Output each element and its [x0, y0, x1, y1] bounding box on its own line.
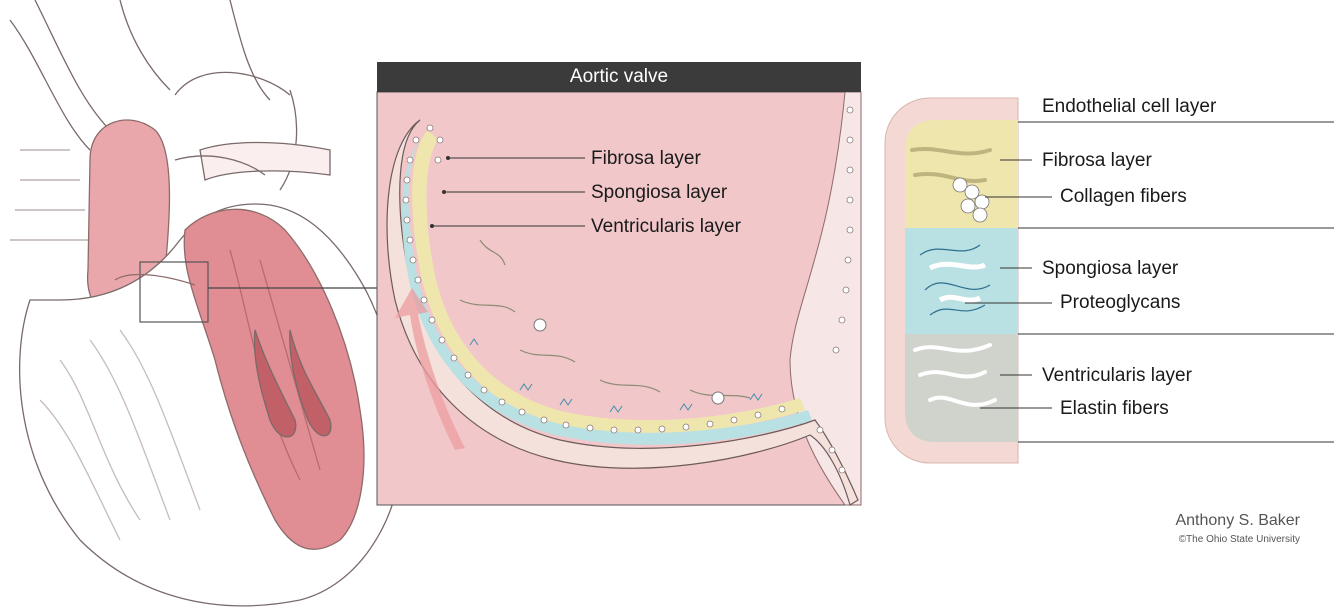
valve-label-fibrosa: Fibrosa layer: [591, 148, 701, 170]
layer-label-proteoglycans: Proteoglycans: [1060, 292, 1180, 314]
layer-label-endothelial: Endothelial cell layer: [1042, 96, 1216, 118]
valve-label-ventricularis: Ventricularis layer: [591, 216, 741, 238]
valve-label-spongiosa: Spongiosa layer: [591, 182, 727, 204]
layer-label-ventricularis: Ventricularis layer: [1042, 365, 1192, 387]
panel-title: Aortic valve: [377, 66, 861, 88]
credit-institution: ©The Ohio State University: [1179, 534, 1300, 545]
layer-label-spongiosa: Spongiosa layer: [1042, 258, 1178, 280]
credit-author: Anthony S. Baker: [1175, 512, 1300, 530]
layer-label-fibrosa: Fibrosa layer: [1042, 150, 1152, 172]
layer-label-elastin: Elastin fibers: [1060, 398, 1169, 420]
layer-label-collagen: Collagen fibers: [1060, 186, 1187, 208]
heart-illustration: [10, 0, 400, 606]
